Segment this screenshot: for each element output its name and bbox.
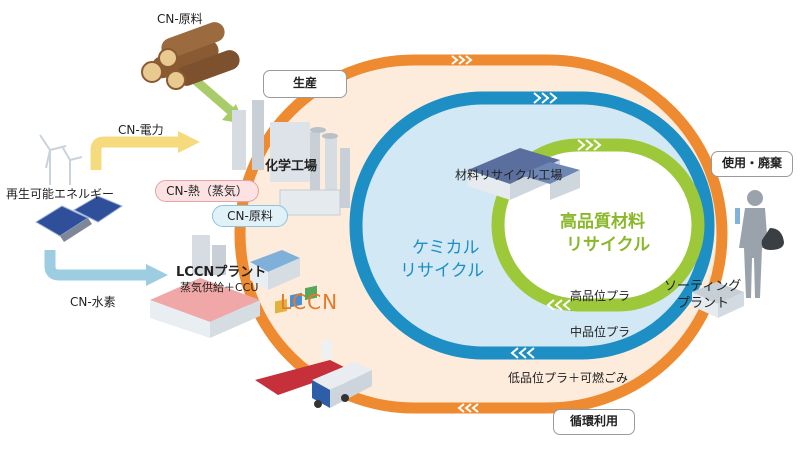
cn-power-label: CN-電力 xyxy=(118,123,164,137)
chemical-plant-label: 化学工場 xyxy=(265,159,318,174)
logs-illustration xyxy=(141,22,240,90)
use-disposal-label: 使用・廃棄 xyxy=(711,151,793,177)
high-grade-plastic-label: 高品位プラ xyxy=(570,289,631,303)
lccn-loop-ring xyxy=(234,54,728,414)
sorting-plant-line1: ソーティング xyxy=(664,279,742,294)
hydrogen-arrowhead xyxy=(146,264,168,286)
material-recycle-factory-illustration xyxy=(468,148,580,200)
cn-hydrogen-label: CN-水素 xyxy=(70,295,116,309)
truck-illustration xyxy=(312,362,372,408)
solar-panel-illustration xyxy=(35,195,124,242)
production-label: 生産 xyxy=(263,70,347,98)
chemical-recycle-line2: リサイクル xyxy=(400,261,485,281)
raw-material-arrow xyxy=(192,76,235,116)
inner-bottom-chevrons xyxy=(546,299,571,311)
lccn-plant-sub-label: 蒸気供給＋CCU xyxy=(180,281,259,294)
outer-bottom-chevrons xyxy=(457,403,479,413)
middle-bottom-chevrons xyxy=(510,347,535,359)
hq-loop-ring xyxy=(491,138,705,312)
power-arrow xyxy=(90,136,180,170)
wind-turbine-illustration xyxy=(39,134,83,185)
chemical-loop-ring xyxy=(349,91,715,360)
middle-top-chevrons xyxy=(533,92,558,104)
outer-top-chevrons xyxy=(451,55,473,65)
circular-use-label: 循環利用 xyxy=(553,409,635,435)
cn-raw-material-mid-label: CN-原料 xyxy=(212,205,288,227)
ship-illustration xyxy=(255,285,350,395)
inner-top-chevrons xyxy=(577,139,602,151)
hq-material-recycle-line1: 高品質材料 xyxy=(560,212,645,232)
hq-loop-fill xyxy=(498,145,698,305)
lccn-plant-illustration xyxy=(150,235,300,338)
chemical-plant-illustration xyxy=(232,100,350,216)
mid-grade-plastic-label: 中品位プラ xyxy=(570,325,631,339)
person-illustration xyxy=(735,190,784,298)
low-grade-plastic-label: 低品位プラ＋可燃ごみ xyxy=(508,371,629,385)
renewable-energy-label: 再生可能エネルギー xyxy=(6,187,115,201)
lccn-plant-label: LCCNプラント xyxy=(176,265,267,280)
sorting-plant-illustration xyxy=(692,282,744,318)
chemical-recycle-line1: ケミカル xyxy=(412,238,480,258)
cn-heat-label: CN-熱（蒸気） xyxy=(155,180,259,202)
hq-material-recycle-line2: リサイクル xyxy=(566,235,651,255)
hydrogen-arrow xyxy=(44,250,148,281)
lccn-label: LCCN xyxy=(280,290,339,314)
material-recycle-plant-label: 材料リサイクル工場 xyxy=(455,168,563,182)
sorting-plant-line2: プラント xyxy=(677,296,730,311)
cn-raw-material-label: CN-原料 xyxy=(157,12,203,26)
power-arrowhead xyxy=(178,131,200,153)
